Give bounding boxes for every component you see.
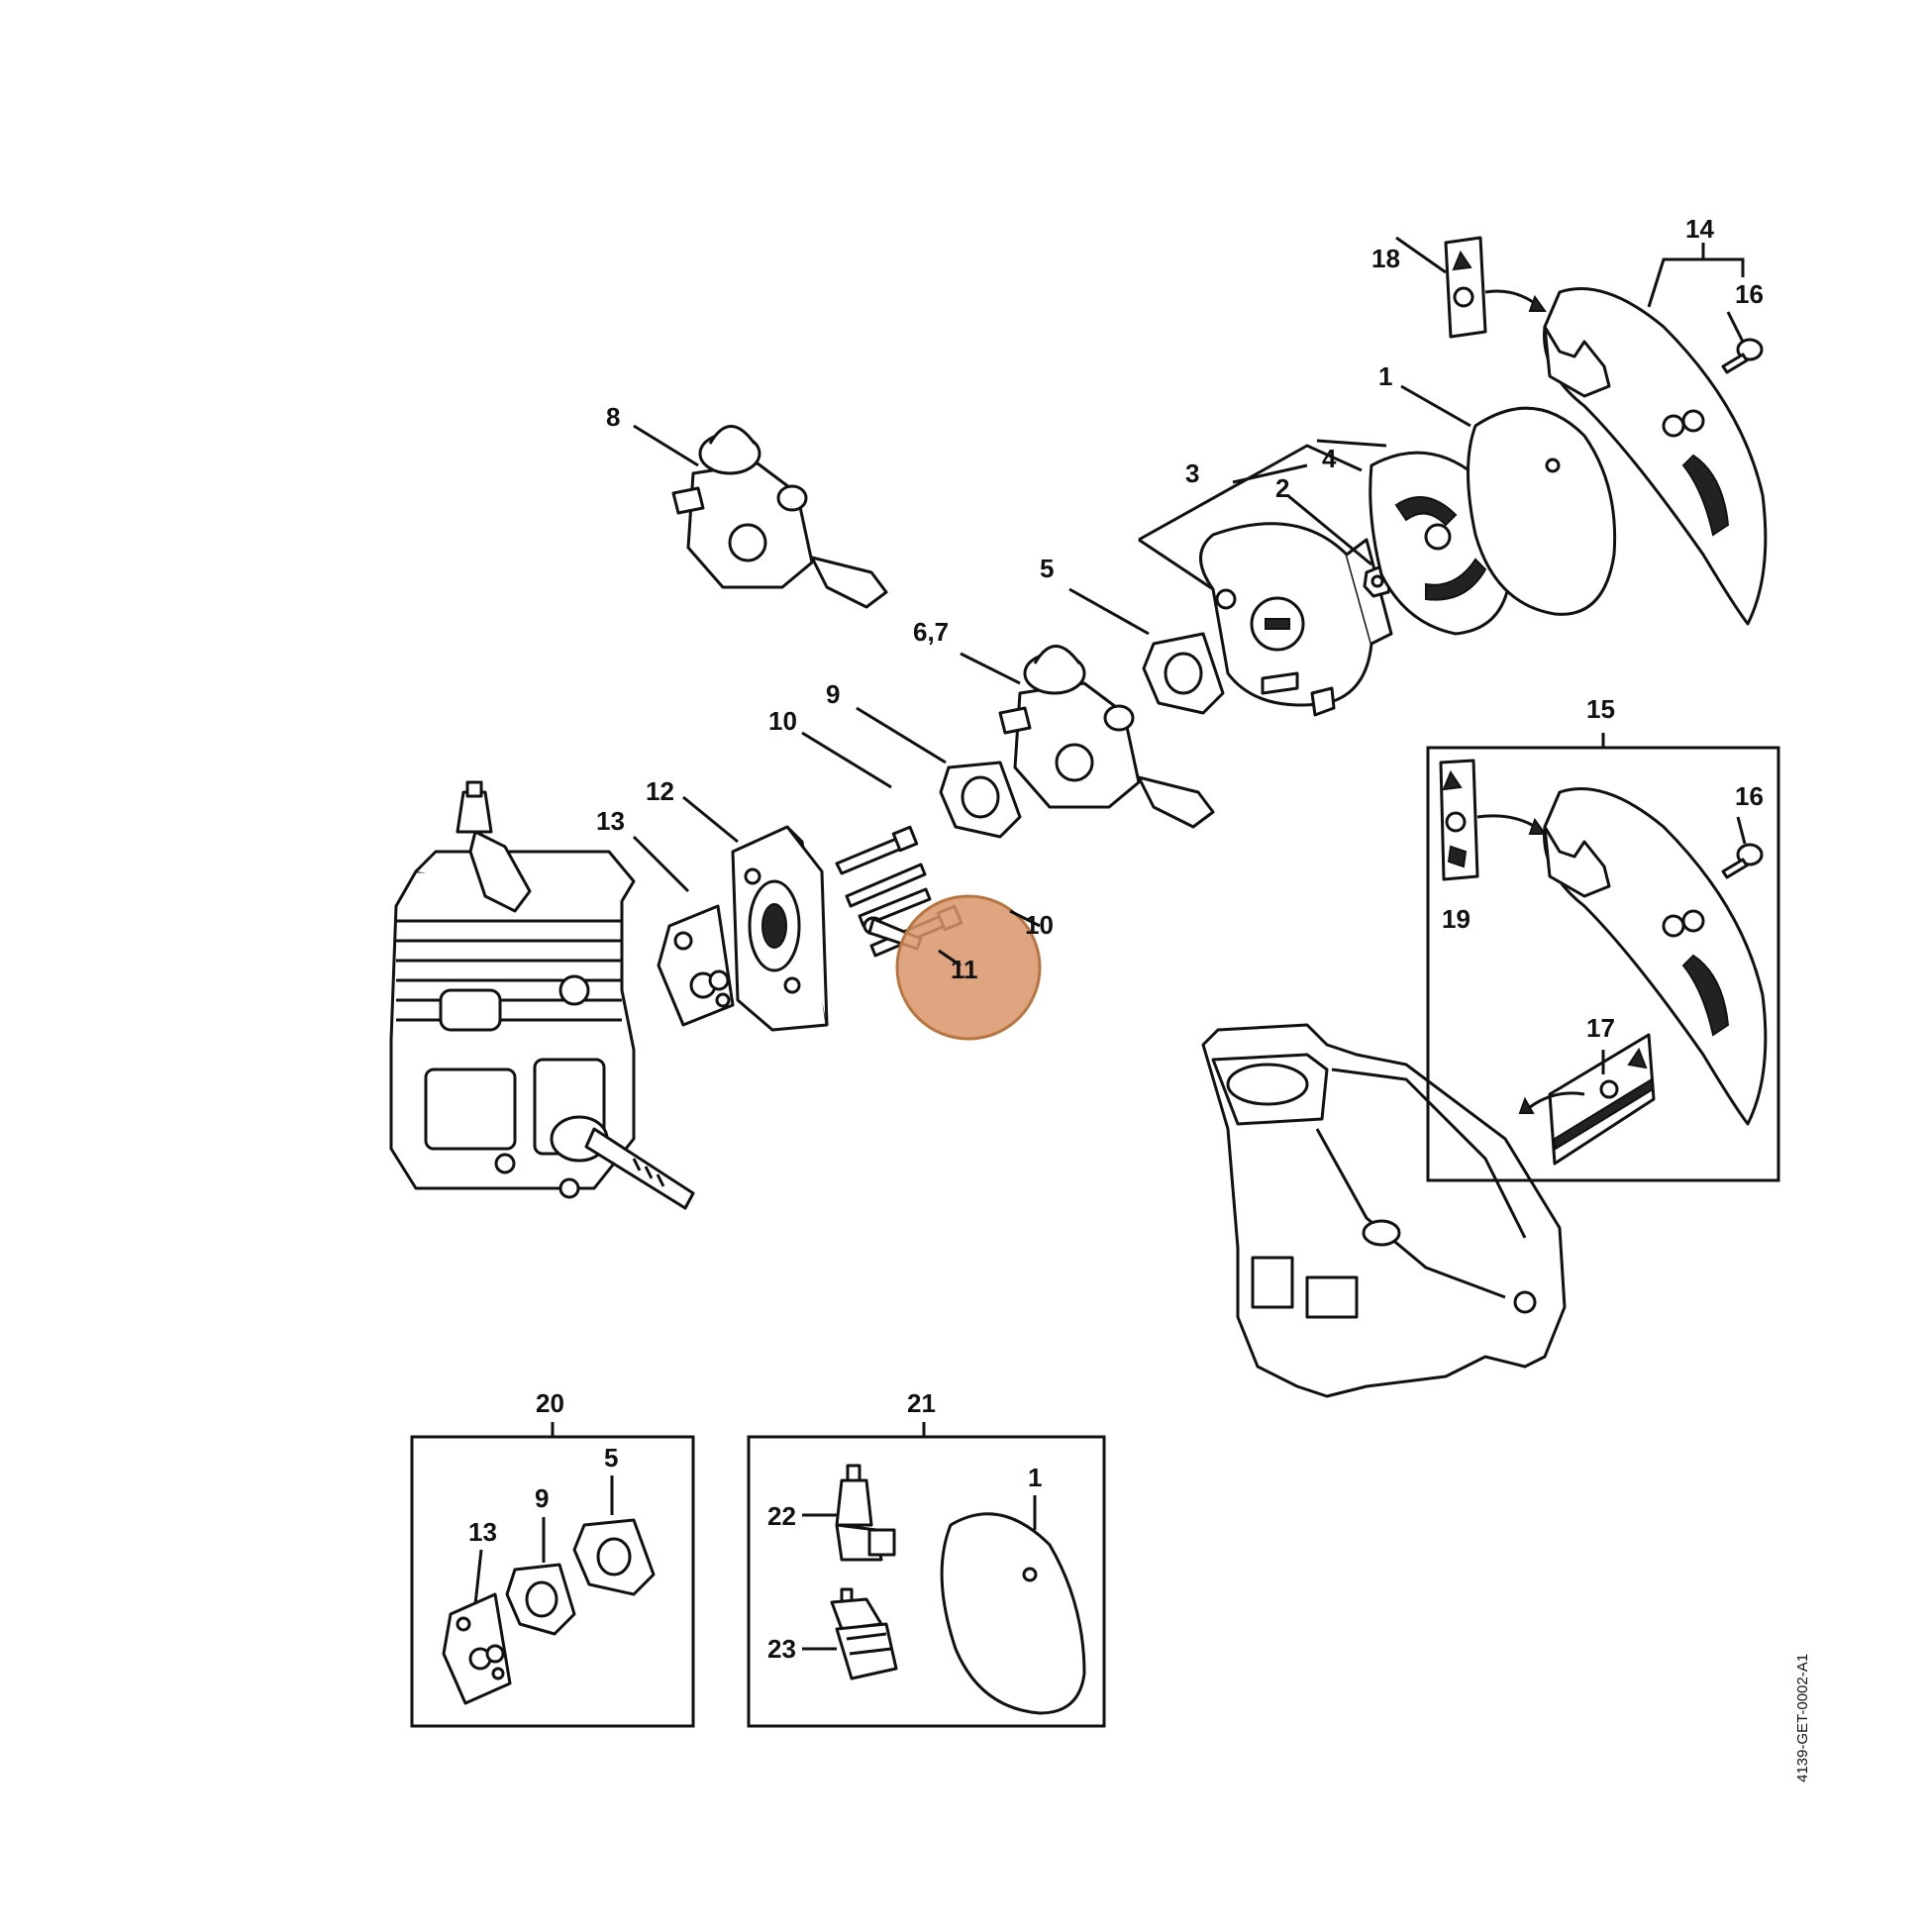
callout-10-top: 10 [768, 706, 797, 736]
gasket-part-5 [1142, 632, 1225, 715]
callout-8: 8 [606, 402, 620, 432]
cover-part-14 [1543, 287, 1768, 626]
highlight-circle [895, 894, 1042, 1041]
callout-3: 3 [1185, 458, 1199, 488]
callout-kit21-23: 23 [767, 1634, 796, 1664]
housing-illustration [1201, 1023, 1567, 1398]
callout-9: 9 [826, 679, 840, 709]
callout-kit21-1: 1 [1028, 1463, 1042, 1492]
kit-box-15 [1426, 733, 1780, 1182]
gasket-part-13 [657, 904, 735, 1027]
callout-15: 15 [1586, 694, 1615, 724]
kit-box-21 [747, 1422, 1106, 1728]
gasket-part-9 [939, 761, 1022, 839]
callout-11: 11 [951, 955, 978, 984]
carburetor-part-6-7 [998, 645, 1215, 829]
callout-10-mid: 10 [1025, 910, 1054, 940]
kit-box-20 [410, 1422, 695, 1728]
callout-13: 13 [596, 806, 625, 836]
leader-lines [473, 236, 1747, 1651]
warning-label-part-18 [1444, 236, 1547, 339]
callout-1-main: 1 [1378, 361, 1392, 391]
document-code: 4139-GET-0002-A1 [1794, 1653, 1811, 1782]
filter-base-part-3 [1199, 522, 1393, 717]
air-filter-part-1 [1467, 406, 1617, 616]
callout-18: 18 [1371, 244, 1400, 273]
callout-21: 21 [907, 1388, 936, 1418]
callout-kit20-13: 13 [468, 1517, 497, 1547]
callout-14: 14 [1685, 214, 1714, 244]
callout-6-7: 6,7 [913, 617, 949, 647]
callout-4: 4 [1322, 444, 1337, 473]
callout-labels: 8 6,7 5 9 10 12 13 10 11 3 4 2 1 18 14 1… [468, 214, 1764, 1664]
callout-12: 12 [646, 776, 674, 806]
callout-kit21-22: 22 [767, 1501, 796, 1531]
callout-16-kit: 16 [1735, 781, 1764, 811]
engine-cylinder-illustration [389, 780, 695, 1210]
callout-16-top: 16 [1735, 279, 1764, 309]
callout-20: 20 [536, 1388, 564, 1418]
callout-kit20-5: 5 [604, 1443, 618, 1473]
callout-19: 19 [1442, 904, 1471, 934]
callout-2: 2 [1275, 473, 1289, 503]
callout-5: 5 [1040, 554, 1054, 583]
callout-17: 17 [1586, 1013, 1615, 1043]
intake-flange-part-12 [731, 825, 829, 1032]
screw-part-16-top [1721, 338, 1764, 374]
callout-kit20-9: 9 [535, 1483, 549, 1513]
carburetor-part-8 [671, 425, 888, 609]
